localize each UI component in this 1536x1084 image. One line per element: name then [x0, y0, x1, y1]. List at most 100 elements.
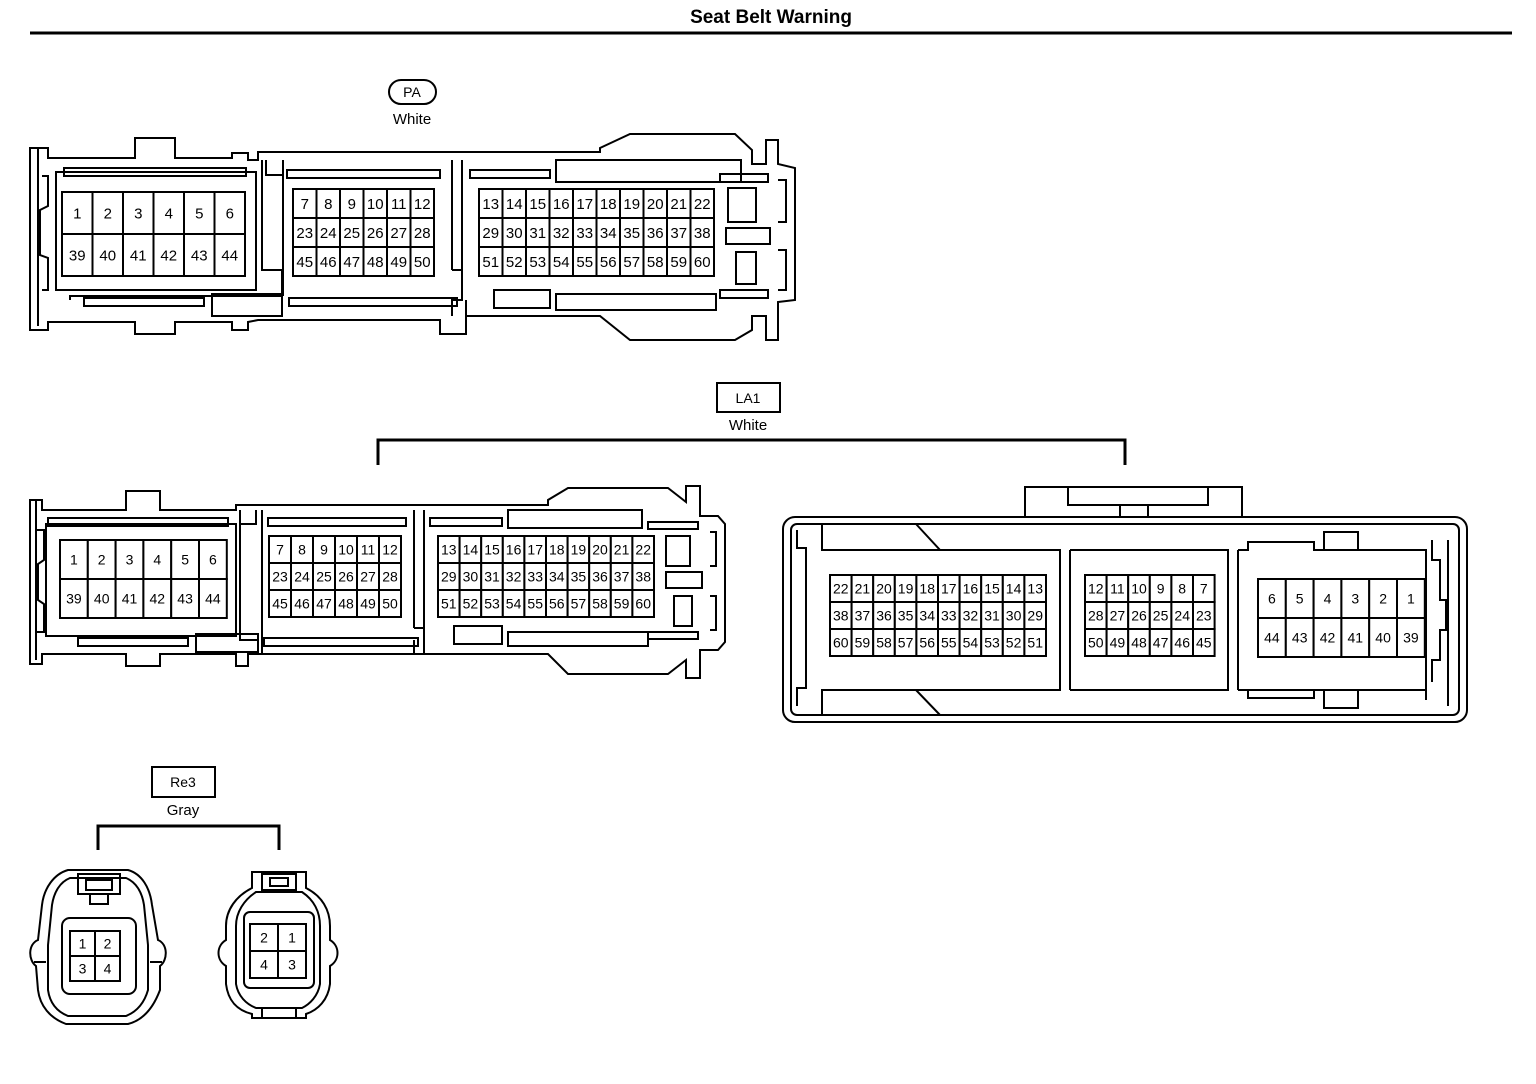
pin-number: 27	[360, 569, 376, 585]
pin-number: 12	[382, 542, 398, 558]
pin-cell	[69, 955, 96, 982]
pin-number: 50	[1088, 635, 1104, 651]
pin-number: 31	[484, 569, 500, 585]
pin-number: 31	[984, 608, 1000, 624]
pin-number: 59	[614, 596, 630, 612]
pin-number: 30	[506, 225, 523, 242]
pin-cell	[94, 955, 121, 982]
pin-number: 33	[527, 569, 543, 585]
pin-number: 14	[463, 542, 479, 558]
pin-number: 52	[1006, 635, 1022, 651]
pin-number: 60	[833, 635, 849, 651]
pin-number: 16	[963, 581, 979, 597]
pin-number: 10	[367, 196, 384, 213]
pin-number: 4	[260, 957, 268, 973]
pin-number: 46	[294, 596, 310, 612]
connector-id-pa: PA	[403, 84, 421, 100]
pin-number: 24	[294, 569, 310, 585]
connector-id-box-la1	[716, 382, 781, 413]
pin-number: 37	[855, 608, 871, 624]
pin-cell	[152, 233, 185, 277]
connector-id-la1: LA1	[736, 390, 761, 406]
pin-number: 55	[941, 635, 957, 651]
pin-cell	[1284, 578, 1315, 619]
connector-id-box-pa	[388, 79, 437, 105]
pin-number: 25	[1153, 608, 1169, 624]
pin-number: 50	[382, 596, 398, 612]
pin-number: 34	[600, 225, 617, 242]
pin-cell	[631, 589, 656, 618]
pin-number: 54	[963, 635, 979, 651]
pin-number: 16	[553, 196, 570, 213]
pin-number: 40	[1375, 630, 1391, 646]
pin-number: 51	[1027, 635, 1043, 651]
pin-number: 52	[506, 254, 523, 271]
pin-number: 4	[165, 205, 173, 222]
pin-number: 20	[876, 581, 892, 597]
pin-number: 7	[1200, 581, 1208, 597]
pin-number: 52	[463, 596, 479, 612]
pin-number: 21	[670, 196, 687, 213]
pin-number: 6	[1268, 591, 1276, 607]
pin-number: 30	[463, 569, 479, 585]
pin-number: 55	[576, 254, 593, 271]
pa-housing	[29, 133, 796, 341]
pin-number: 1	[70, 552, 78, 568]
pin-number: 2	[98, 552, 106, 568]
pin-number: 26	[367, 225, 384, 242]
pin-number: 57	[571, 596, 587, 612]
pin-number: 18	[600, 196, 617, 213]
pin-number: 34	[919, 608, 935, 624]
pin-number: 41	[122, 591, 138, 607]
pin-number: 3	[1351, 591, 1359, 607]
pin-cell	[1396, 578, 1426, 619]
pin-number: 49	[360, 596, 376, 612]
pin-number: 37	[614, 569, 630, 585]
pin-number: 3	[134, 205, 142, 222]
pin-number: 13	[441, 542, 457, 558]
pin-number: 1	[288, 930, 296, 946]
pin-number: 11	[361, 542, 376, 558]
pin-number: 35	[623, 225, 640, 242]
pin-number: 19	[898, 581, 914, 597]
pin-number: 29	[482, 225, 499, 242]
pin-number: 43	[191, 247, 208, 264]
pin-number: 18	[919, 581, 935, 597]
pin-number: 9	[320, 542, 328, 558]
pin-number: 17	[941, 581, 957, 597]
pin-number: 4	[153, 552, 161, 568]
pin-cell	[152, 191, 185, 235]
connector-id-re3: Re3	[170, 774, 196, 790]
connector-la1: LA1 White	[29, 382, 1468, 723]
pin-number: 22	[694, 196, 711, 213]
pin-number: 46	[320, 254, 337, 271]
pin-number: 28	[382, 569, 398, 585]
pin-number: 10	[338, 542, 354, 558]
pin-number: 36	[647, 225, 664, 242]
pin-number: 42	[150, 591, 166, 607]
pin-number: 50	[414, 254, 431, 271]
pin-number: 32	[963, 608, 979, 624]
re3-bracket	[96, 824, 281, 850]
pin-cell	[1192, 628, 1216, 657]
pin-number: 35	[898, 608, 914, 624]
pin-number: 21	[614, 542, 630, 558]
pin-number: 49	[390, 254, 407, 271]
connector-color-re3: Gray	[167, 802, 200, 819]
pin-number: 40	[99, 247, 116, 264]
pin-number: 44	[1264, 630, 1280, 646]
connector-pa: PA White	[29, 79, 796, 341]
la1-male-housing	[782, 486, 1468, 723]
pin-cell	[378, 589, 402, 618]
pin-number: 53	[529, 254, 546, 271]
pin-number: 33	[576, 225, 593, 242]
pin-number: 15	[484, 542, 500, 558]
pin-number: 56	[919, 635, 935, 651]
pin-number: 3	[126, 552, 134, 568]
pin-number: 27	[390, 225, 407, 242]
pin-number: 26	[1131, 608, 1147, 624]
